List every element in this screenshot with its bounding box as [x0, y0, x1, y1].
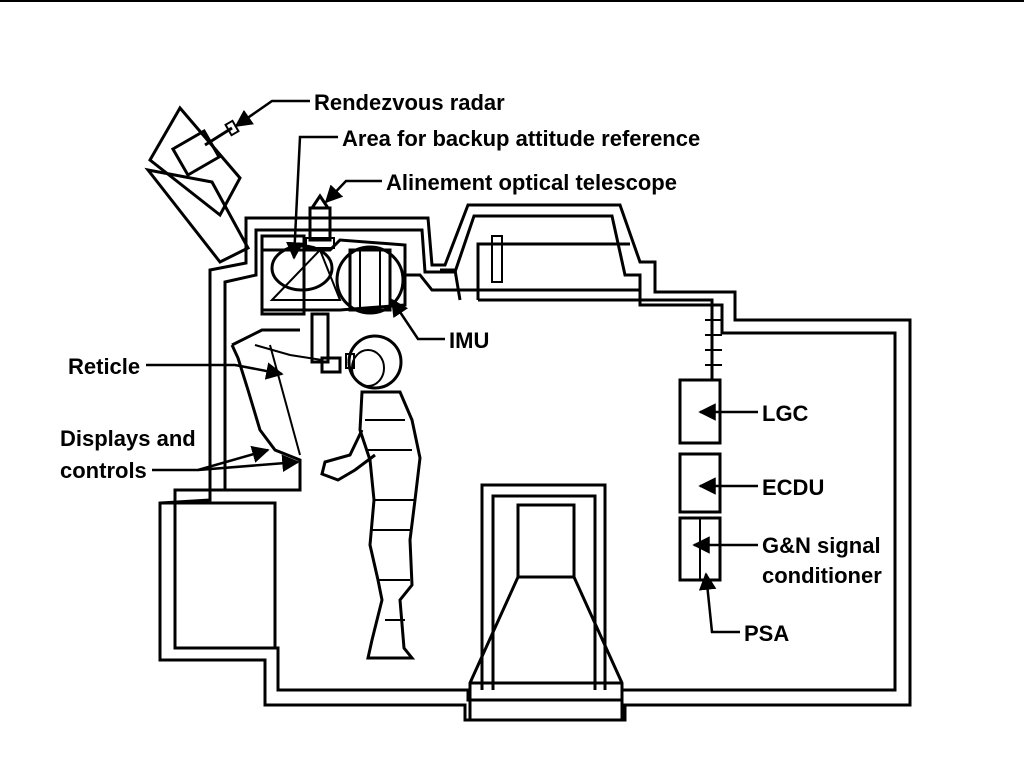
imu-leader — [390, 298, 445, 341]
label-gn-line2: conditioner — [762, 563, 882, 588]
label-lgc: LGC — [762, 401, 809, 426]
label-displays-line1: Displays and — [60, 426, 196, 451]
electronics-rack — [678, 378, 722, 582]
engine-cover — [468, 483, 624, 720]
label-alignment-optical-telescope: Alinement optical telescope — [386, 170, 677, 195]
leader-lines — [146, 99, 758, 634]
label-backup-attitude-reference: Area for backup attitude reference — [342, 126, 700, 151]
reticle-leader — [146, 362, 284, 380]
label-imu: IMU — [449, 328, 489, 353]
telescope-eyepiece — [310, 312, 342, 374]
psa-leader — [698, 572, 740, 634]
label-rendezvous-radar: Rendezvous radar — [314, 90, 505, 115]
label-displays-line2: controls — [60, 458, 147, 483]
label-reticle: Reticle — [68, 354, 140, 379]
labels: Rendezvous radar Area for backup attitud… — [60, 90, 882, 646]
label-ecdu: ECDU — [762, 475, 824, 500]
cable-runs — [405, 235, 722, 380]
alignment-telescope-leader — [324, 179, 382, 204]
cabin-outline — [158, 203, 912, 722]
backup-attitude-leader — [286, 135, 338, 260]
rendezvous-radar — [144, 105, 251, 264]
navigation-base — [260, 234, 407, 316]
ecdu-box — [678, 452, 722, 514]
alignment-optical-telescope — [305, 193, 335, 249]
astronaut — [320, 334, 422, 660]
upper-compartment — [440, 242, 640, 302]
rendezvous-radar-leader — [234, 99, 310, 128]
label-gn-line1: G&N signal — [762, 533, 881, 558]
label-psa: PSA — [744, 621, 789, 646]
displays-leader-2 — [197, 454, 300, 472]
